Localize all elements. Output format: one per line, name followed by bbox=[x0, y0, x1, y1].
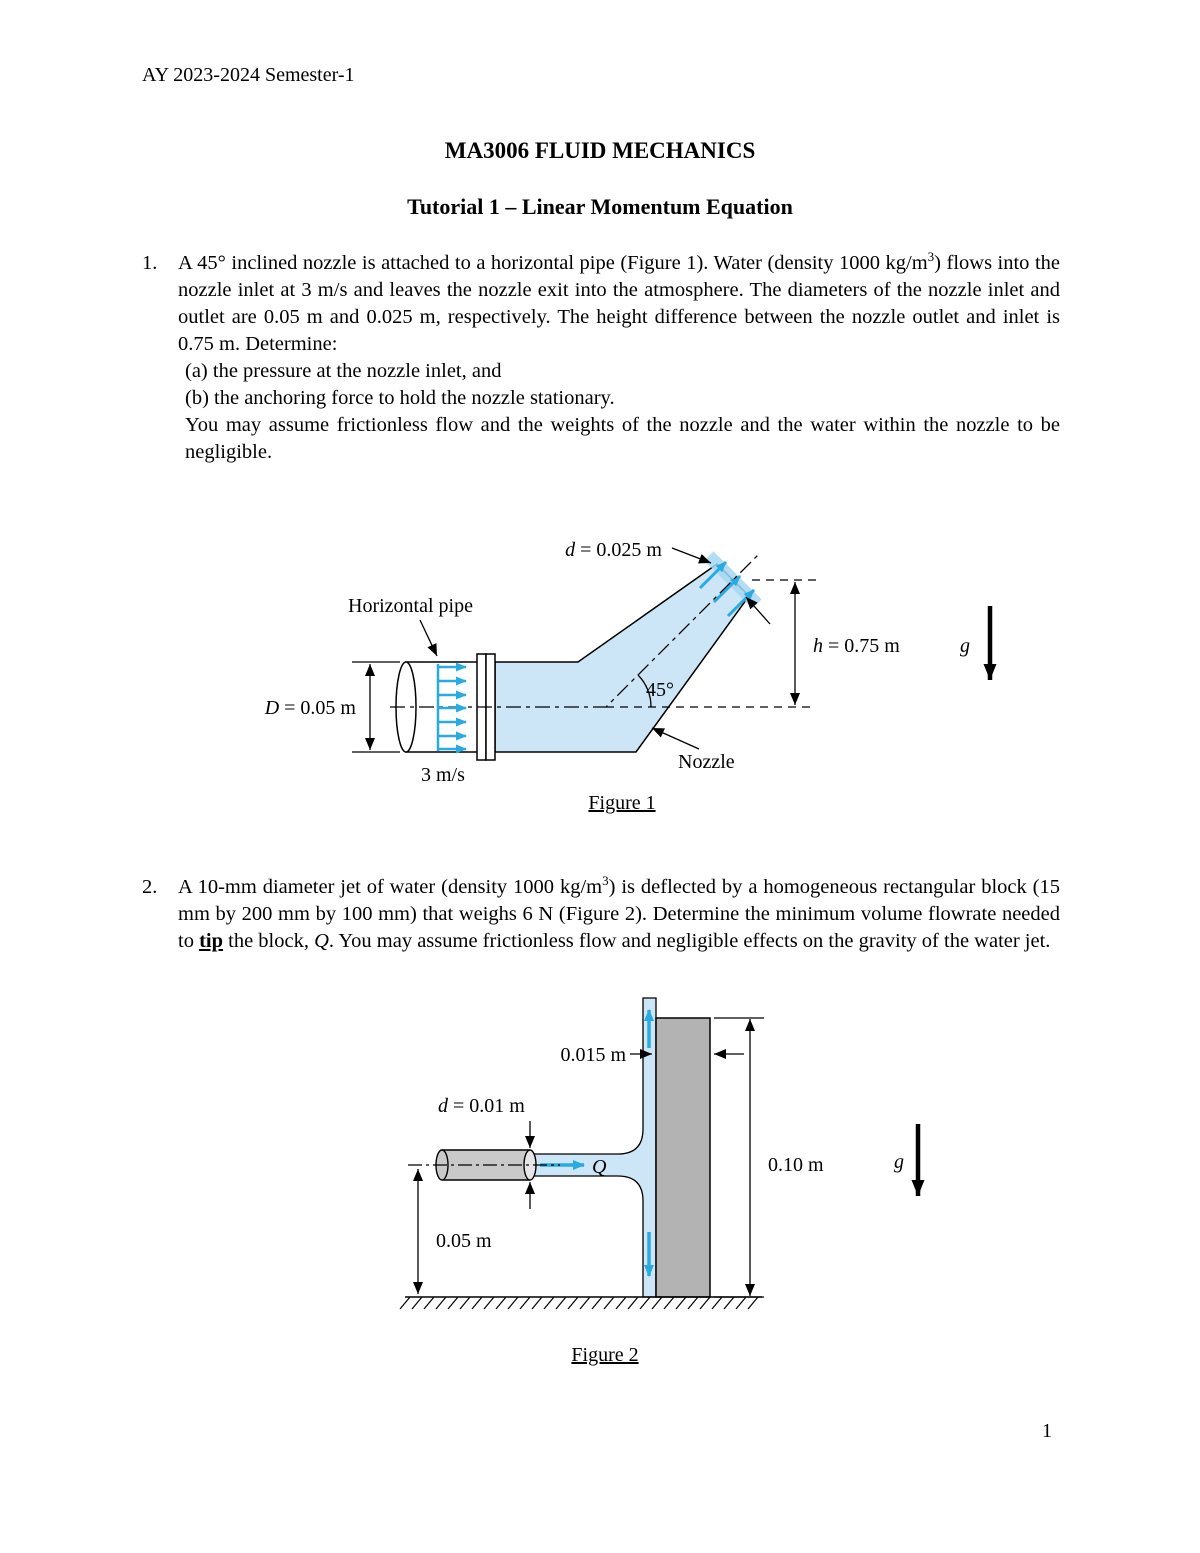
inlet-velocity-profile bbox=[436, 662, 467, 754]
label-nozzle: Nozzle bbox=[678, 751, 735, 773]
block bbox=[655, 1017, 711, 1298]
problem-1-intro: A 45° inclined nozzle is attached to a h… bbox=[178, 250, 1060, 358]
water-jet bbox=[531, 997, 657, 1298]
leader-lines bbox=[419, 547, 712, 750]
page-number: 1 bbox=[1042, 1420, 1052, 1442]
ground bbox=[399, 1296, 762, 1310]
problem-1-intro-text: A 45° inclined nozzle is attached to a h… bbox=[178, 252, 928, 274]
label-height: h = 0.75 m bbox=[813, 635, 900, 657]
label-gravity: g bbox=[960, 635, 970, 657]
problem-2-number: 2. bbox=[142, 876, 158, 898]
exit-flow-arrows bbox=[698, 560, 756, 618]
label-block-width: 0.015 m bbox=[560, 1044, 626, 1066]
label-angle: 45° bbox=[646, 679, 674, 701]
problem-1-intro-text2: ) flows into the nozzle inlet at 3 m/s a… bbox=[178, 252, 1060, 355]
dimension-inlet-diameter bbox=[352, 661, 400, 753]
label-horizontal-pipe: Horizontal pipe bbox=[348, 595, 473, 617]
label-inlet-velocity: 3 m/s bbox=[421, 764, 465, 786]
header-text: AY 2023-2024 Semester-1 bbox=[142, 64, 355, 86]
problem-1-item-a: (a) the pressure at the nozzle inlet, an… bbox=[185, 360, 502, 382]
problem-2-seg3: the block, bbox=[223, 930, 315, 952]
problem-1-number: 1. bbox=[142, 252, 158, 274]
problem-2-seg1: A 10-mm diameter jet of water (density 1… bbox=[178, 876, 603, 898]
label-gravity: g bbox=[894, 1151, 904, 1173]
problem-1-item-b: (b) the anchoring force to hold the nozz… bbox=[185, 387, 615, 409]
dimension-block-height bbox=[714, 1017, 764, 1298]
problem-2-seg2: ) is deflected by a homogeneous rectangu… bbox=[178, 876, 1060, 952]
label-inlet-diameter: D = 0.05 m bbox=[264, 697, 357, 719]
nozzle-water-body bbox=[494, 563, 750, 753]
dimension-height bbox=[745, 582, 800, 705]
figure-1-diagram: d = 0.025 m Horizontal pipe h = 0.75 m g… bbox=[264, 539, 997, 814]
problem-2: 2. A 10-mm diameter jet of water (densit… bbox=[142, 874, 1060, 955]
label-flowrate: Q bbox=[592, 1156, 607, 1178]
tip-emphasis: tip bbox=[199, 930, 224, 952]
label-jet-diameter: d = 0.01 m bbox=[438, 1095, 525, 1117]
label-block-height: 0.10 m bbox=[768, 1154, 824, 1176]
figure-2-diagram: 0.015 m d = 0.01 m Q 0.10 m g 0.05 m Fig… bbox=[399, 997, 925, 1366]
figure1-caption: Figure 1 bbox=[588, 792, 655, 814]
flowrate-symbol: Q bbox=[314, 930, 329, 952]
problem-1: 1. A 45° inclined nozzle is attached to … bbox=[142, 250, 1060, 466]
superscript: 3 bbox=[927, 249, 935, 265]
label-exit-diameter: d = 0.025 m bbox=[565, 539, 662, 561]
problem-2-text: A 10-mm diameter jet of water (density 1… bbox=[178, 874, 1060, 955]
document-title: MA3006 FLUID MECHANICS bbox=[444, 138, 756, 163]
label-jet-height: 0.05 m bbox=[436, 1230, 492, 1252]
superscript: 3 bbox=[602, 873, 609, 889]
problem-2-seg4: . You may assume frictionless flow and n… bbox=[328, 930, 1051, 952]
problem-1-note: You may assume frictionless flow and the… bbox=[185, 414, 1060, 463]
angle-arc bbox=[637, 674, 652, 708]
flow-arrows bbox=[540, 1009, 654, 1277]
figure2-caption: Figure 2 bbox=[571, 1344, 638, 1366]
document-subtitle: Tutorial 1 – Linear Momentum Equation bbox=[407, 194, 793, 219]
